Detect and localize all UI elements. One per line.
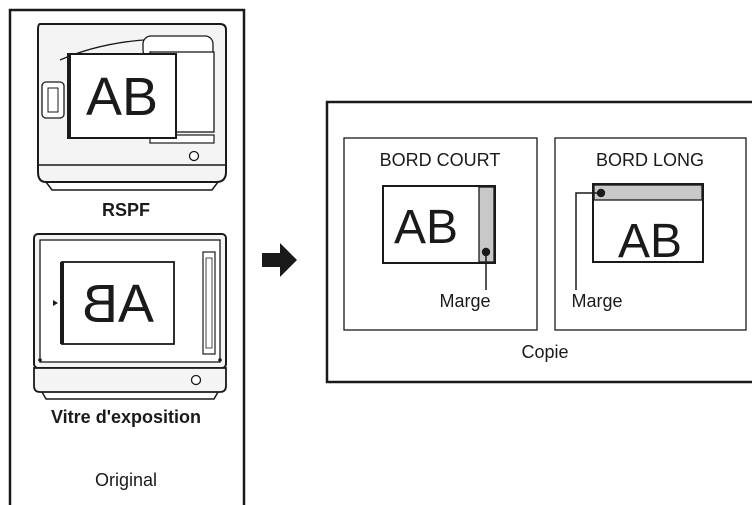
short-edge-card: [343, 137, 538, 331]
rspf-machine-icon: [37, 23, 227, 191]
long-edge-margin: [593, 184, 703, 201]
short-edge-doc-text: AB: [394, 201, 458, 254]
rspf-doc-text: AB: [86, 67, 158, 127]
short-edge-title: BORD COURT: [380, 150, 501, 170]
right-arrow-icon: [262, 243, 297, 277]
original-caption: Original: [95, 470, 157, 490]
long-edge-doc-text: AB: [618, 215, 682, 268]
original-margin-strip: [68, 54, 71, 138]
glass-margin-strip: [60, 262, 64, 344]
rspf-label: RSPF: [102, 200, 150, 220]
glass-label: Vitre d'exposition: [51, 407, 201, 427]
copy-caption: Copie: [521, 342, 568, 362]
copy-panel: [325, 100, 752, 384]
long-edge-margin-label: Marge: [571, 291, 622, 311]
long-edge-card: [554, 137, 747, 331]
short-edge-margin-label: Marge: [439, 291, 490, 311]
glass-machine-icon: [33, 233, 227, 400]
original-panel: [8, 8, 246, 505]
glass-doc-text: AB: [82, 274, 154, 334]
long-edge-title: BORD LONG: [596, 150, 704, 170]
